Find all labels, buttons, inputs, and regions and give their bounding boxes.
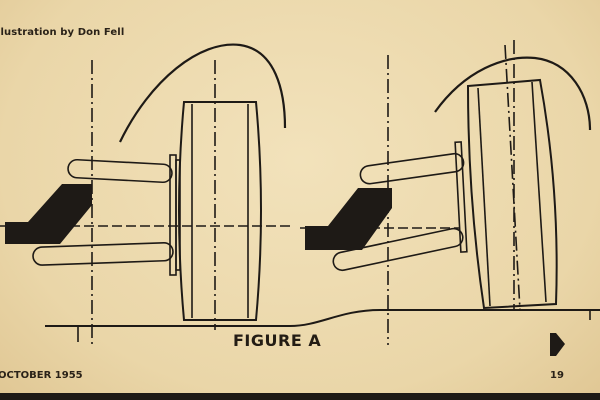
illustration-credit: llustration by Don Fell xyxy=(0,27,125,38)
fender-arc xyxy=(119,43,287,143)
lower-control-arm xyxy=(32,241,174,266)
issue-date: OCTOBER 1955 xyxy=(0,370,83,381)
page-number: 19 xyxy=(550,370,564,381)
frame-block xyxy=(305,188,392,250)
upper-control-arm xyxy=(359,152,465,185)
fender-arc xyxy=(434,56,592,131)
figure-caption: FIGURE A xyxy=(233,331,322,350)
right-suspension-assembly xyxy=(300,40,592,345)
lower-control-arm xyxy=(332,227,464,272)
arrow-right-icon xyxy=(550,333,565,356)
ground-line xyxy=(45,309,600,327)
scan-edge xyxy=(0,393,600,400)
wheel xyxy=(466,78,558,310)
frame-block xyxy=(5,184,92,244)
upper-control-arm xyxy=(67,158,173,184)
centerline xyxy=(504,44,521,311)
hub xyxy=(454,141,468,253)
left-suspension-assembly xyxy=(0,43,290,345)
